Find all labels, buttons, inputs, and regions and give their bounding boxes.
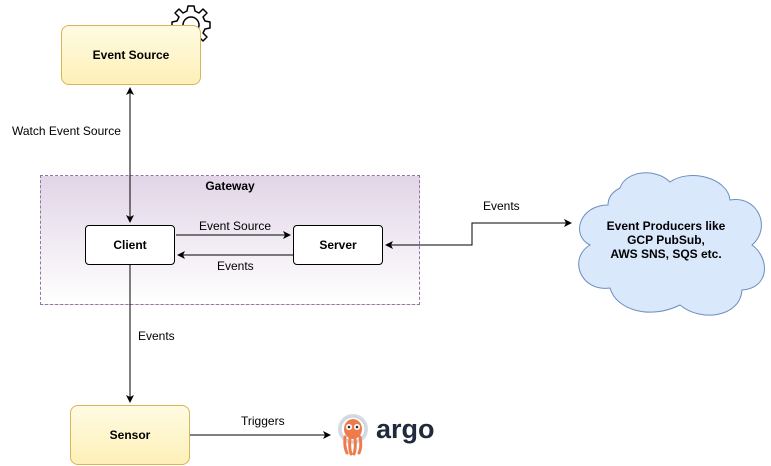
client-to-server-label: Event Source: [199, 219, 272, 233]
event-source-node: Event Source: [61, 25, 201, 85]
cloud-line-1: Event Producers like: [606, 219, 726, 233]
server-label: Server: [319, 238, 357, 252]
event-producers-label: Event Producers like GCP PubSub, AWS SNS…: [586, 219, 746, 261]
server-node: Server: [293, 225, 383, 265]
producers-to-server-connector: [385, 219, 572, 249]
client-label: Client: [113, 238, 147, 252]
sensor-node: Sensor: [70, 405, 190, 465]
watch-event-source-label: Watch Event Source: [12, 124, 121, 138]
event-producers-cloud: [578, 172, 765, 316]
client-node: Client: [85, 225, 175, 265]
cloud-line-2: GCP PubSub,: [627, 233, 705, 247]
event-source-label: Event Source: [92, 48, 170, 62]
gateway-title: Gateway: [205, 179, 255, 193]
sensor-label: Sensor: [109, 428, 151, 442]
producers-events-label: Events: [483, 199, 520, 213]
server-to-client-label: Events: [217, 259, 254, 273]
cloud-line-3: AWS SNS, SQS etc.: [610, 247, 722, 261]
triggers-label: Triggers: [241, 414, 285, 428]
argo-octopus-icon: [338, 414, 368, 456]
client-to-sensor-label: Events: [138, 329, 175, 343]
argo-logo-text: argo: [376, 414, 435, 444]
